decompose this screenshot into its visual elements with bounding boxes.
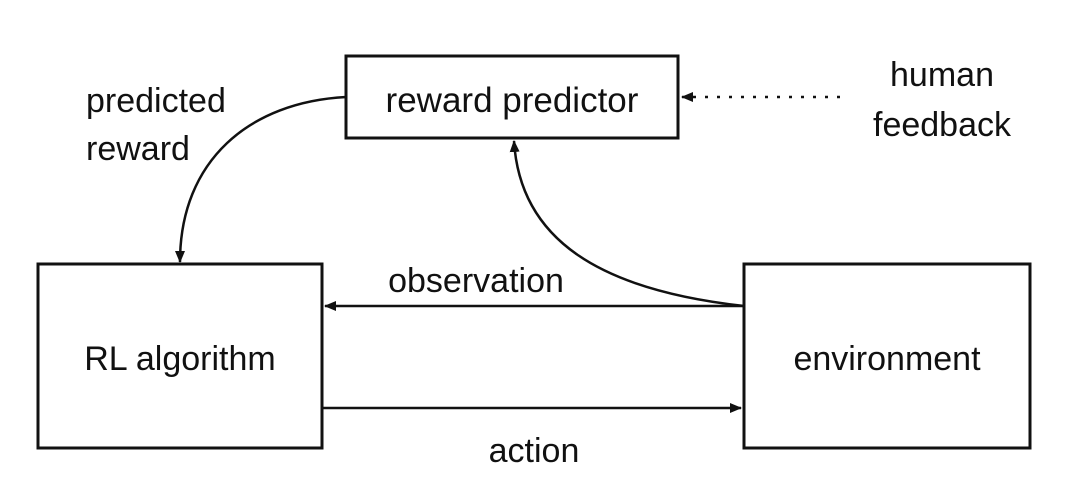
- observation-label: observation: [388, 262, 564, 300]
- human-feedback-label-line2: feedback: [873, 106, 1012, 144]
- human-feedback-label-line1: human: [890, 56, 994, 94]
- reward-predictor-label: reward predictor: [386, 81, 639, 120]
- predicted-reward-label-line1: predicted: [86, 82, 226, 120]
- rl-algorithm-label: RL algorithm: [84, 340, 275, 378]
- environment-to-reward-predictor-arrow: [509, 140, 745, 308]
- rl-algorithm-box: [36, 262, 324, 450]
- predicted-reward-label-line2: reward: [86, 130, 190, 168]
- environment-label: environment: [793, 340, 981, 378]
- predicted-reward-arrow: [175, 95, 347, 263]
- environment-box: [742, 262, 1032, 450]
- action-label: action: [489, 432, 580, 470]
